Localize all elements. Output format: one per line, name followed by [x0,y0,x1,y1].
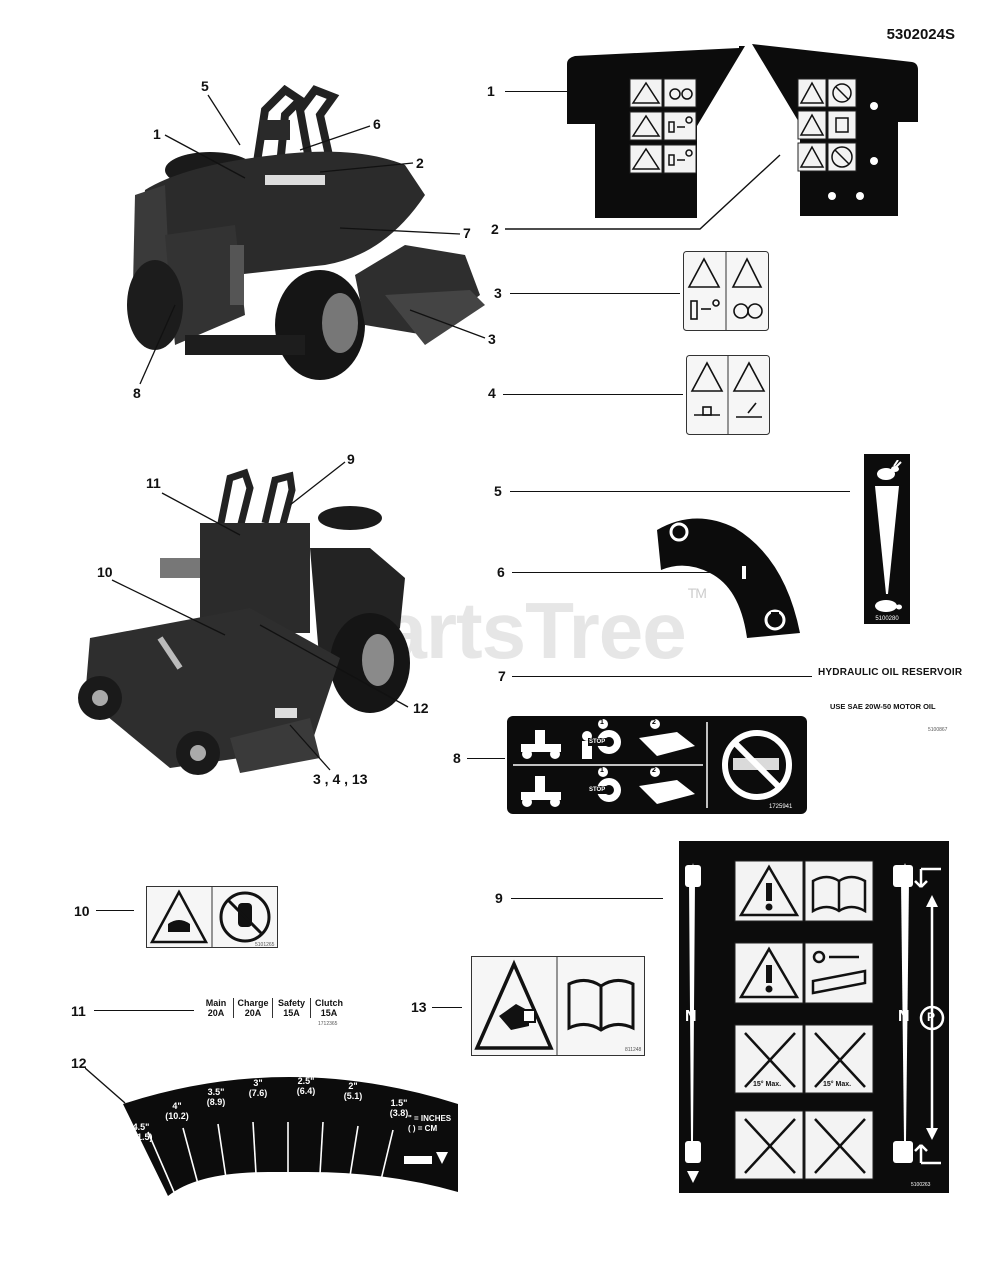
decal-8-code: 1725941 [769,804,793,810]
top-photo-leader-lines [139,94,486,385]
scale-mark-0: 4.5"(11.5) [129,1122,153,1142]
decal-8-stop-bottom: STOP [588,786,607,794]
decal-6-switch [657,518,800,638]
decal-12-scale [123,1077,458,1196]
item-4-leader [503,394,683,395]
decal-8-step-2b: 2 [652,767,656,774]
item-9-label: 9 [495,890,503,906]
decal-10-code: 5101265 [255,942,275,948]
item-3-label: 3 [494,285,502,301]
item-12-label: 12 [71,1055,87,1071]
fuse-decal-code: 1712365 [318,1021,338,1027]
item-6-label: 6 [497,564,505,580]
watermark-tm: TM [687,585,707,601]
callout-1: 1 [153,126,161,142]
mid-photo-leader-lines [111,461,409,771]
callout-2: 2 [416,155,424,171]
decal-7-code: 5100867 [928,727,948,733]
callout-5: 5 [201,78,209,94]
callout-12: 12 [413,700,429,716]
decal-8: 1 2 1 2 STOP STOP 1725941 [507,716,807,814]
scale-mark-5: 2"(5.1) [343,1081,363,1101]
decal-13-code: 811248 [625,1047,642,1053]
scale-mark-3: 3"(7.6) [248,1078,268,1098]
callout-6: 6 [373,116,381,132]
decal-9-slope-right: 15° Max. [823,1081,852,1088]
decal-9-code: 5100263 [911,1182,931,1188]
decal-8-stop-top: STOP [588,738,607,746]
scale-mark-6: 1.5"(3.8) [389,1098,409,1118]
mower-rear-photo [127,85,485,380]
decal-10 [146,886,278,948]
callout-7: 7 [463,225,471,241]
callout-8: 8 [133,385,141,401]
item-5-label: 5 [494,483,502,499]
item-11-label: 11 [71,1003,86,1019]
decal-9-slope-left: 15° Max. [753,1081,782,1088]
mower-front-photo [78,468,410,775]
item-3-leader [510,293,680,294]
item-8-leader [467,758,505,759]
item-13-label: 13 [411,999,427,1015]
callout-10: 10 [97,564,113,580]
decal-3 [683,251,769,331]
decal-9: N N P 15° Max. 15° Max. 5100263 [679,841,949,1193]
decal-9-park: P [927,1010,936,1024]
item-11-leader [94,1010,194,1011]
item-9-leader [511,898,663,899]
callout-3: 3 [488,331,496,347]
callout-9: 9 [347,451,355,467]
speed-wedge [875,486,899,594]
rabbit-icon [877,460,902,480]
item-10-leader [96,910,134,911]
scale-legend: " = INCHES( ) = CM [408,1114,452,1133]
scale-mark-2: 3.5"(8.9) [206,1087,226,1107]
decal-9-neutral-right: N [898,1008,910,1025]
callout-3-4-13: 3 , 4 , 13 [313,771,368,787]
item-1-label: 1 [487,83,495,99]
item-1-leader [505,91,569,92]
decal-8-step-1a: 1 [600,719,604,726]
item-4-label: 4 [488,385,496,401]
decal-8-step-1b: 1 [600,767,604,774]
scale-mark-4: 2.5"(6.4) [296,1076,316,1096]
callout-11: 11 [146,475,161,491]
item-8-label: 8 [453,750,461,766]
decal-9-neutral-left: N [685,1008,697,1025]
decal-2 [752,44,918,216]
decal-8-step-2a: 2 [652,719,656,726]
decal-4 [686,355,770,435]
item-6-leader [512,572,717,573]
decal-7-title: HYDRAULIC OIL RESERVOIR [818,667,963,678]
decal-5-speed: 5100280 [864,454,910,624]
item-2-leader [505,154,781,230]
decal-5-code: 5100280 [875,616,899,622]
item-2-label: 2 [491,221,499,237]
scale-mark-1: 4"(10.2) [165,1101,189,1121]
item-13-leader [432,1007,462,1008]
turtle-icon [875,600,902,612]
item-5-leader [510,491,850,492]
decal-1 [567,46,745,218]
document-code: 5302024S [886,26,955,43]
item-7-label: 7 [498,668,506,684]
decal-13 [471,956,645,1056]
item-12-leader [85,1068,126,1104]
item-10-label: 10 [74,903,90,919]
item-7-leader [512,676,812,677]
decal-7-subtitle: USE SAE 20W-50 MOTOR OIL [830,702,936,711]
